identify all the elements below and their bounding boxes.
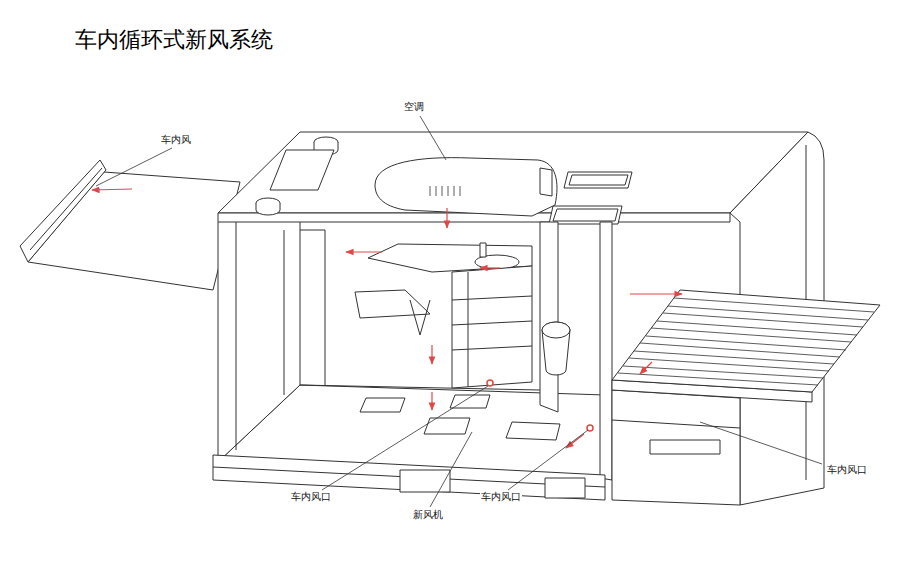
air-outlet xyxy=(487,380,493,386)
airflow-arrow xyxy=(431,345,432,364)
part-label: 车内风口 xyxy=(290,491,332,502)
air-conditioner xyxy=(454,186,455,196)
bed-slats xyxy=(618,298,874,385)
body-shell xyxy=(300,385,540,390)
body-shell xyxy=(300,230,325,231)
body-shell xyxy=(270,150,334,190)
air-conditioner xyxy=(460,186,461,196)
body-shell xyxy=(549,206,622,224)
airflow-arrow xyxy=(92,189,132,190)
leader-line xyxy=(420,116,446,160)
airflow-arrow xyxy=(480,267,500,268)
airflow-arrow xyxy=(92,189,682,448)
bed-slats xyxy=(646,336,846,350)
body-shell xyxy=(355,290,430,318)
body-shell xyxy=(400,470,450,492)
airflow-arrow xyxy=(446,208,447,228)
bed-slats xyxy=(657,321,857,335)
body-shell xyxy=(30,168,102,250)
body-shell xyxy=(600,222,612,480)
body-shell xyxy=(468,272,469,387)
leader-line xyxy=(700,422,822,464)
bed-slats xyxy=(623,366,823,378)
leader-line xyxy=(96,148,172,186)
diagram-title: 车内循环式新风系统 xyxy=(75,28,273,52)
airflow-arrow xyxy=(640,362,652,374)
body-shell xyxy=(256,203,280,215)
air-conditioner xyxy=(442,186,443,196)
body-shell xyxy=(218,213,730,222)
air-conditioner xyxy=(375,158,557,216)
bed-slats xyxy=(634,351,834,364)
bed-slats xyxy=(668,306,868,320)
air-conditioner xyxy=(540,168,552,196)
air-conditioner xyxy=(430,186,460,196)
air-conditioner xyxy=(436,186,437,196)
leader-line xyxy=(430,432,472,507)
part-label: 车内风口 xyxy=(826,464,868,475)
body-shell xyxy=(360,398,405,412)
body-shell xyxy=(542,322,570,375)
bed-slats xyxy=(663,313,863,327)
body-shell xyxy=(564,172,632,188)
part-label: 新风机 xyxy=(412,509,444,520)
body-shell xyxy=(545,478,585,498)
body-shell xyxy=(506,422,560,440)
bed-slats xyxy=(629,358,829,371)
leader-line xyxy=(322,386,488,490)
air-outlet xyxy=(487,380,593,431)
body-shell xyxy=(452,266,532,388)
body-shell xyxy=(569,175,628,185)
body-shell xyxy=(540,222,558,412)
body-shell xyxy=(452,296,532,300)
body-shell xyxy=(452,346,532,350)
body-shell xyxy=(650,440,720,454)
body-shell xyxy=(612,420,740,428)
body-shell xyxy=(612,290,880,392)
air-conditioner xyxy=(375,158,557,216)
body-shell xyxy=(612,390,740,505)
part-label: 空调 xyxy=(403,101,425,112)
airflow-arrow xyxy=(566,434,584,448)
body-shell xyxy=(236,222,237,450)
body-shell xyxy=(20,132,880,505)
airflow-arrow xyxy=(431,392,432,410)
leader-line xyxy=(508,430,588,490)
body-shell xyxy=(284,230,285,395)
bed-slats xyxy=(674,298,874,312)
air-conditioner xyxy=(430,186,431,196)
air-conditioner xyxy=(448,186,449,196)
body-shell xyxy=(452,321,532,325)
body-shell xyxy=(420,300,430,335)
body-shell xyxy=(424,418,470,434)
part-label: 车内风 xyxy=(160,134,192,145)
body-shell xyxy=(480,243,486,257)
body-shell xyxy=(542,322,570,338)
bed-slats xyxy=(640,343,840,357)
body-shell xyxy=(20,160,106,262)
body-shell xyxy=(553,209,618,221)
leader-line xyxy=(96,116,822,507)
body-shell xyxy=(410,300,420,335)
body-shell xyxy=(28,172,240,290)
body-shell xyxy=(325,230,326,385)
bed-slats xyxy=(651,328,851,342)
airflow-arrow xyxy=(630,293,682,294)
part-label: 车内风口 xyxy=(480,491,522,502)
bed-slats xyxy=(618,373,818,385)
airflow-arrow xyxy=(346,251,382,252)
